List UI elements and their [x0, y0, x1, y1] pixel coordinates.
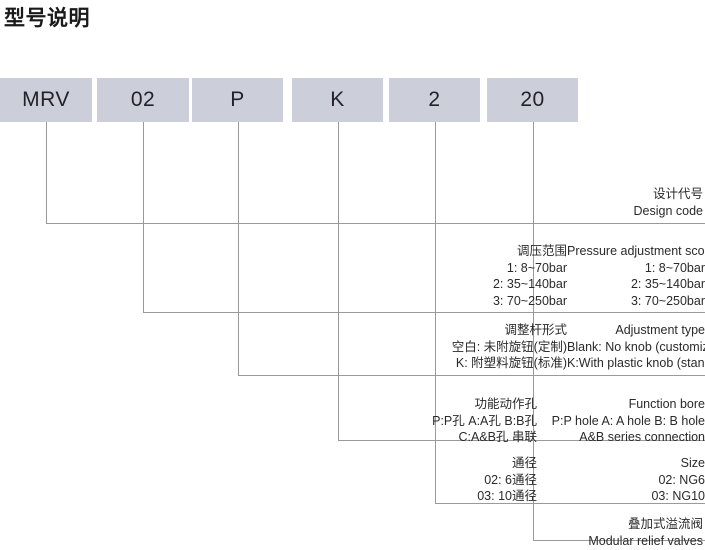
- text-en: K:With plastic knob (standard): [567, 356, 705, 370]
- text-en: Function bore: [628, 397, 705, 411]
- block-row: 1: 8~70bar 1: 8~70bar: [0, 260, 705, 277]
- block-row: 2: 35~140bar 2: 35~140bar: [0, 276, 705, 293]
- text-en: 3: 70~250bar: [630, 293, 705, 308]
- block-modular-relief-valves: 叠加式溢流阀 Modular relief valves: [0, 516, 705, 549]
- text-en: P:P hole A: A hole B: B hole: [551, 413, 705, 428]
- text-en: Pressure adjustment scope: [567, 244, 705, 258]
- text-cn: 2: 35~140bar: [492, 277, 567, 291]
- text-cn: P:P孔 A:A孔 B:B孔: [432, 413, 537, 428]
- page-title: 型号说明: [4, 7, 90, 30]
- block-design-code: 设计代号 Design code: [0, 186, 705, 219]
- code-box-bore: P: [192, 78, 283, 122]
- block-row: K: 附塑料旋钮(标准)K:With plastic knob (standar…: [0, 355, 705, 372]
- block-row: 调整杆形式 Adjustment type: [0, 322, 705, 339]
- block-adjustment-type: 调整杆形式 Adjustment type 空白: 未附旋钮(定制)Blank: N…: [0, 322, 705, 372]
- text-cn: 设计代号: [652, 187, 703, 201]
- code-box-knob: K: [292, 78, 383, 122]
- text-en: Design code: [633, 203, 704, 218]
- code-box-size: 02: [97, 78, 189, 122]
- block-row: 3: 70~250bar 3: 70~250bar: [0, 293, 705, 310]
- text-en: Modular relief valves: [588, 533, 703, 548]
- text-cn: 功能动作孔: [474, 397, 537, 411]
- block-row: 功能动作孔 Function bore: [0, 396, 705, 413]
- block-row: 03: 10通径 03: NG10: [0, 488, 705, 505]
- code-box-series: MRV: [0, 78, 92, 122]
- text-cn: 空白: 未附旋钮(定制): [451, 339, 567, 354]
- text-cn: 调压范围: [516, 244, 567, 258]
- text-cn: 3: 70~250bar: [492, 293, 567, 308]
- text-en: 1: 8~70bar: [644, 260, 705, 275]
- text-cn: 通径: [511, 456, 537, 470]
- text-en: A&B series connection: [579, 430, 705, 444]
- text-cn: K: 附塑料旋钮(标准): [455, 356, 567, 370]
- block-row: C:A&B孔 串联 A&B series connection: [0, 429, 705, 446]
- text-cn: 03: 10通径: [477, 489, 537, 503]
- block-row: P:P孔 A:A孔 B:B孔 P:P hole A: A hole B: B ho…: [0, 413, 705, 430]
- text-en: Size: [680, 456, 705, 470]
- text-cn: C:A&B孔 串联: [458, 430, 538, 444]
- block-row: 通径 Size: [0, 455, 705, 472]
- block-row: 空白: 未附旋钮(定制)Blank: No knob (customizatio…: [0, 339, 705, 356]
- leader-line-scope: [435, 122, 705, 504]
- block-size: 通径 Size 02: 6通径 02: NG6 03: 10通径 03: NG10: [0, 455, 705, 505]
- text-cn: 02: 6通径: [484, 472, 537, 487]
- code-box-scope: 2: [389, 78, 480, 122]
- text-cn: 叠加式溢流阀: [627, 517, 703, 531]
- text-en: 2: 35~140bar: [630, 277, 705, 291]
- block-row: 02: 6通径 02: NG6: [0, 472, 705, 489]
- text-cn: 1: 8~70bar: [506, 260, 567, 275]
- text-en: 02: NG6: [658, 472, 705, 487]
- code-box-design: 20: [487, 78, 578, 122]
- text-en: 03: NG10: [651, 489, 705, 503]
- text-en: Blank: No knob (customization): [567, 339, 705, 354]
- text-en: Adjustment type: [615, 323, 705, 337]
- text-cn: 调整杆形式: [504, 323, 567, 337]
